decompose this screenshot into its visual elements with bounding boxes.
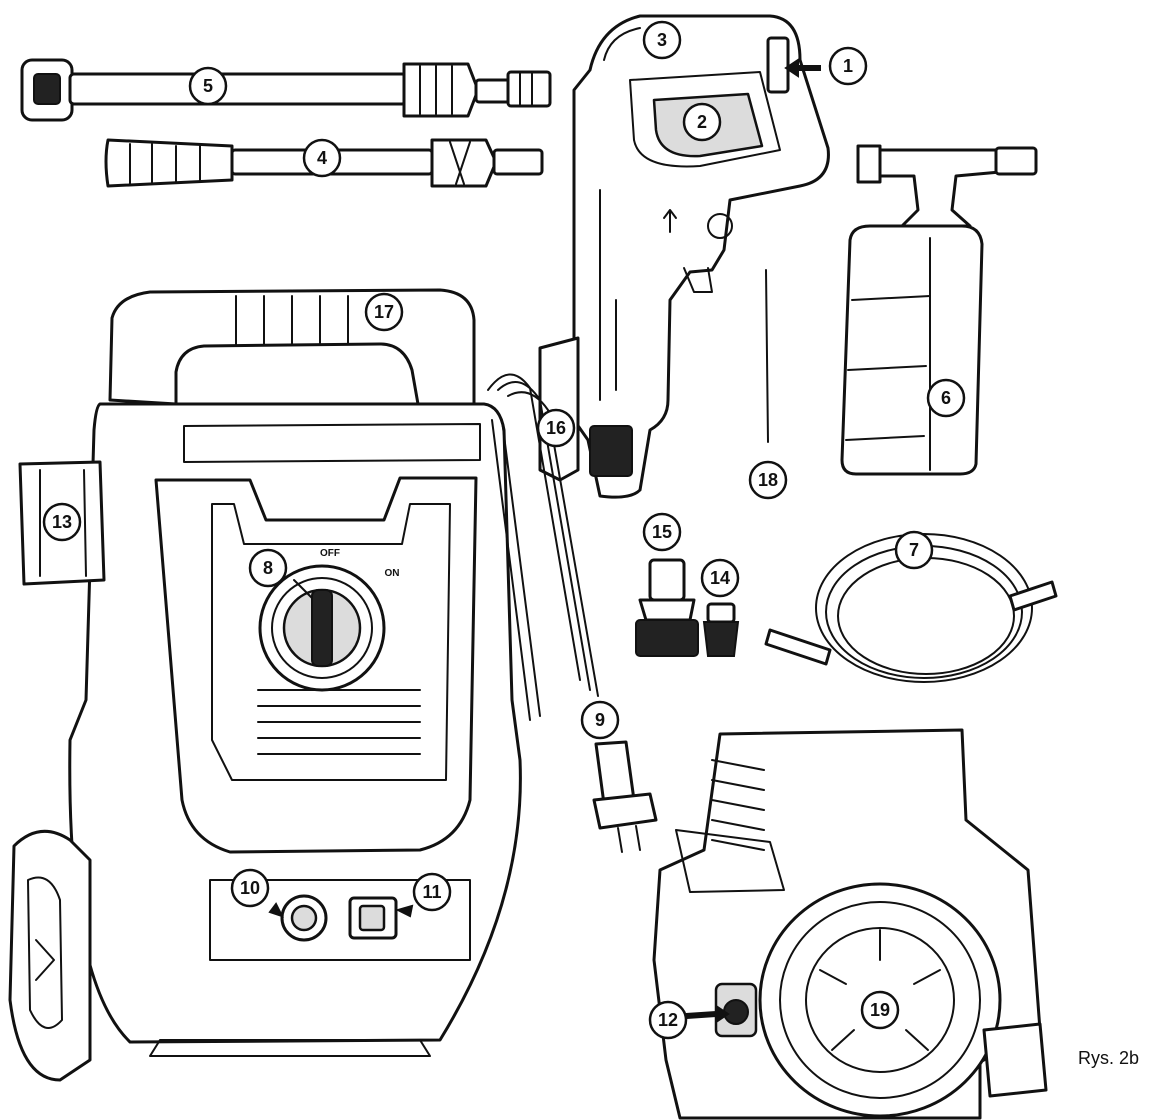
callout-8: 8 (248, 548, 288, 588)
callout-10: 10 (230, 868, 270, 908)
svg-text:9: 9 (595, 710, 605, 730)
dial-label-off: OFF (320, 548, 340, 559)
svg-text:14: 14 (710, 568, 730, 588)
svg-text:7: 7 (909, 540, 919, 560)
callout-4: 4 (302, 138, 342, 178)
svg-text:3: 3 (657, 30, 667, 50)
callout-16: 16 (536, 408, 576, 448)
cleaning-needle (765, 269, 769, 443)
svg-text:8: 8 (263, 558, 273, 578)
callouts: 1 2 3 4 5 6 7 8 (42, 20, 966, 1040)
callout-17: 17 (364, 292, 404, 332)
svg-text:13: 13 (52, 512, 72, 532)
svg-text:6: 6 (941, 388, 951, 408)
svg-text:19: 19 (870, 1000, 890, 1020)
figure-caption: Rys. 2b (1078, 1048, 1140, 1068)
svg-text:15: 15 (652, 522, 672, 542)
callout-9: 9 (580, 700, 620, 740)
callout-7: 7 (894, 530, 934, 570)
callout-18: 18 (748, 460, 788, 500)
lance-long (20, 58, 552, 122)
svg-text:11: 11 (422, 882, 441, 902)
svg-text:4: 4 (317, 148, 327, 168)
callout-13: 13 (42, 502, 82, 542)
detail-rear-view (652, 728, 1048, 1120)
callout-1: 1 (828, 46, 868, 86)
svg-text:5: 5 (203, 76, 213, 96)
svg-text:2: 2 (697, 112, 707, 132)
svg-text:12: 12 (658, 1010, 678, 1030)
callout-3: 3 (642, 20, 682, 60)
callout-2: 2 (682, 102, 722, 142)
callout-arrows (268, 58, 821, 1024)
callout-11: 11 (412, 872, 452, 912)
callout-5: 5 (188, 66, 228, 106)
svg-text:18: 18 (758, 470, 778, 490)
svg-text:1: 1 (843, 56, 853, 76)
pressure-washer-body: OFF ON (8, 288, 658, 1082)
callout-12: 12 (648, 1000, 688, 1040)
dial-label-on: ON (385, 568, 400, 579)
callout-6: 6 (926, 378, 966, 418)
svg-text:10: 10 (240, 878, 260, 898)
callout-15: 15 (642, 512, 682, 552)
nozzle-insert (702, 602, 740, 657)
svg-text:17: 17 (374, 302, 394, 322)
callout-14: 14 (700, 558, 740, 598)
hose-adapter (635, 558, 699, 657)
detergent-bottle (840, 144, 1038, 476)
spray-gun (572, 14, 830, 499)
callout-19: 19 (860, 990, 900, 1030)
svg-text:16: 16 (546, 418, 566, 438)
